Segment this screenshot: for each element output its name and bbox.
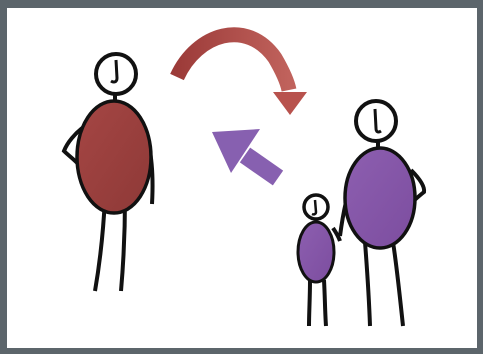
child-leg-right — [324, 280, 326, 326]
straight-arrow-shaft — [245, 155, 278, 178]
adult-left-figure — [64, 54, 153, 291]
curved-arrow-head — [273, 92, 307, 115]
adult-right-body — [345, 148, 415, 248]
adult-right-leg-right — [393, 242, 403, 326]
child-leg-left — [309, 280, 310, 326]
curved-arrow — [177, 35, 307, 115]
curved-arrow-shaft — [177, 35, 289, 90]
straight-arrow — [212, 129, 278, 178]
adult-right-leg-left — [365, 242, 370, 326]
adult-left-body — [77, 101, 151, 213]
child-body — [298, 222, 334, 282]
child-figure — [298, 195, 340, 326]
diagram-canvas — [7, 8, 477, 348]
adult-right-figure — [340, 101, 424, 326]
diagram-svg — [7, 8, 477, 348]
